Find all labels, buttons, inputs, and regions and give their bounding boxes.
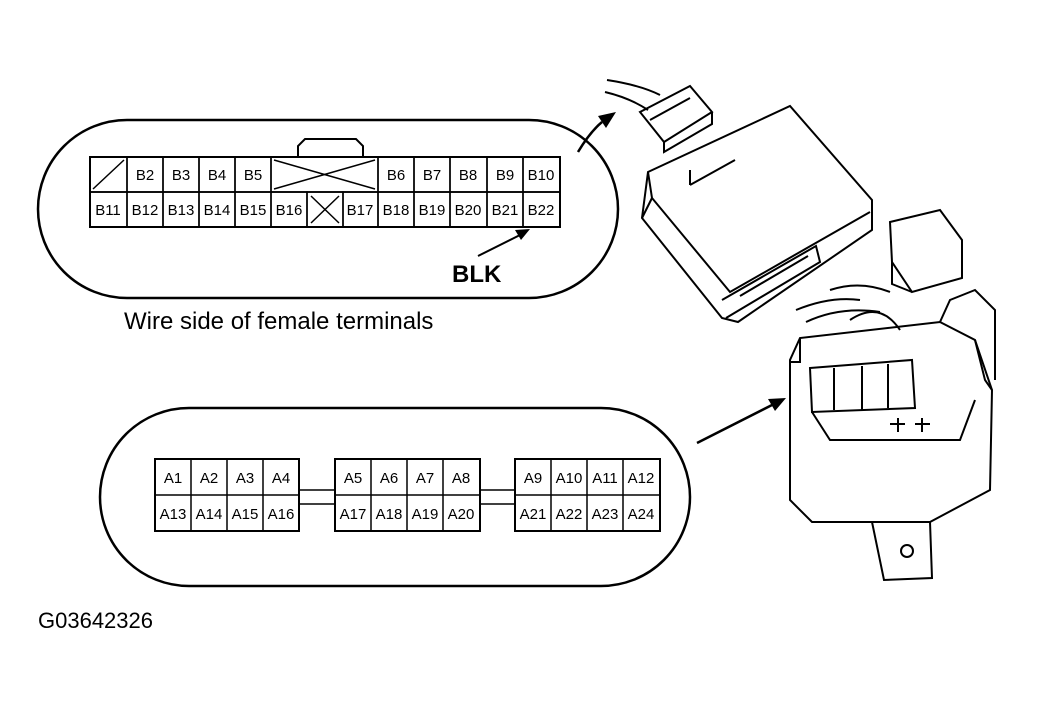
pin-label: B13 [168,202,195,219]
pin-label: A12 [628,470,655,487]
pin-label: B6 [387,167,405,184]
pin-label: A5 [344,470,362,487]
pin-label: B14 [204,202,231,219]
mounting-tab [871,521,934,582]
small-plug [638,84,714,144]
pin-label: A4 [272,470,290,487]
pin-label: A16 [268,506,295,523]
pin-label: B5 [244,167,262,184]
pin-label: B4 [208,167,226,184]
unit-cover [640,104,873,324]
pin-label: B18 [383,202,410,219]
pin-label: B15 [240,202,267,219]
pin-label: A11 [592,470,618,487]
pin-label: B2 [136,167,154,184]
pin-label: A21 [520,506,547,523]
blk-leader-line [477,233,523,257]
connector-b-top-row: B2 B3 B4 B5 B6 B7 B8 B9 B10 [89,156,561,193]
control-unit-illustration [604,79,996,582]
pin-label: A2 [200,470,218,487]
pin-label: A10 [556,470,583,487]
pin-label: B17 [347,202,374,219]
pin-label: A3 [236,470,254,487]
empty-cavity-mark [273,159,376,190]
main-housing [789,320,994,523]
pin-label: A23 [592,506,619,523]
connector-b-leader-arrowhead [598,112,616,128]
connector-b: B2 B3 B4 B5 B6 B7 B8 B9 B10 [36,118,620,300]
pin-label: B12 [132,202,159,219]
connector-b-outline [36,118,620,300]
pin-label: B10 [528,167,555,184]
pin-label: B16 [276,202,303,219]
pin-label: A24 [628,506,655,523]
connector-a-group-1: A1 A2 A3 A4 A13 A14 A15 A16 [154,458,300,532]
wire-color-label: BLK [452,261,502,288]
pin-label: B20 [455,202,482,219]
pin-label: B7 [423,167,441,184]
pin-label: A1 [164,470,182,487]
pin-label: B9 [496,167,514,184]
connector-a-outline [98,406,692,588]
connector-b-leader-line [576,121,603,153]
pin-label: A14 [196,506,223,523]
connector-a-leader-arrowhead [768,398,786,411]
pin-label: A18 [376,506,403,523]
connector-b-lock-tab [297,138,364,157]
pin-label: A6 [380,470,398,487]
connector-a-group-2: A5 A6 A7 A8 A17 A18 A19 A20 [334,458,481,532]
figure-id: G03642326 [38,608,153,633]
pin-label: A9 [524,470,542,487]
pin-label: A22 [556,506,583,523]
connector-a: A1 A2 A3 A4 A13 A14 A15 A16 A5 A6 A7 A8 … [98,406,692,588]
blk-arrowhead [515,229,530,240]
pin-label: A20 [448,506,475,523]
pin-label: B3 [172,167,190,184]
pin-label: A15 [232,506,259,523]
empty-cavity-mark [92,159,125,190]
pin-label: B8 [459,167,477,184]
pin-label: B19 [419,202,446,219]
connector-a-leader-line [696,403,773,445]
connector-b-bottom-row: B11 B12 B13 B14 B15 B16 B17 B18 B19 B20 … [89,191,561,228]
empty-cavity-mark [310,195,340,224]
connector-b-caption: Wire side of female terminals [124,308,433,335]
connector-a-group-3: A9 A10 A11 A12 A21 A22 A23 A24 [514,458,661,532]
pin-label: B21 [492,202,519,219]
pin-label: A17 [340,506,367,523]
pin-label: B11 [95,202,121,219]
pin-label: A7 [416,470,434,487]
pin-label: B22 [528,202,555,219]
pin-label: A8 [452,470,470,487]
leader-arrows [576,112,786,445]
pin-label: A13 [160,506,187,523]
pin-label: A19 [412,506,439,523]
